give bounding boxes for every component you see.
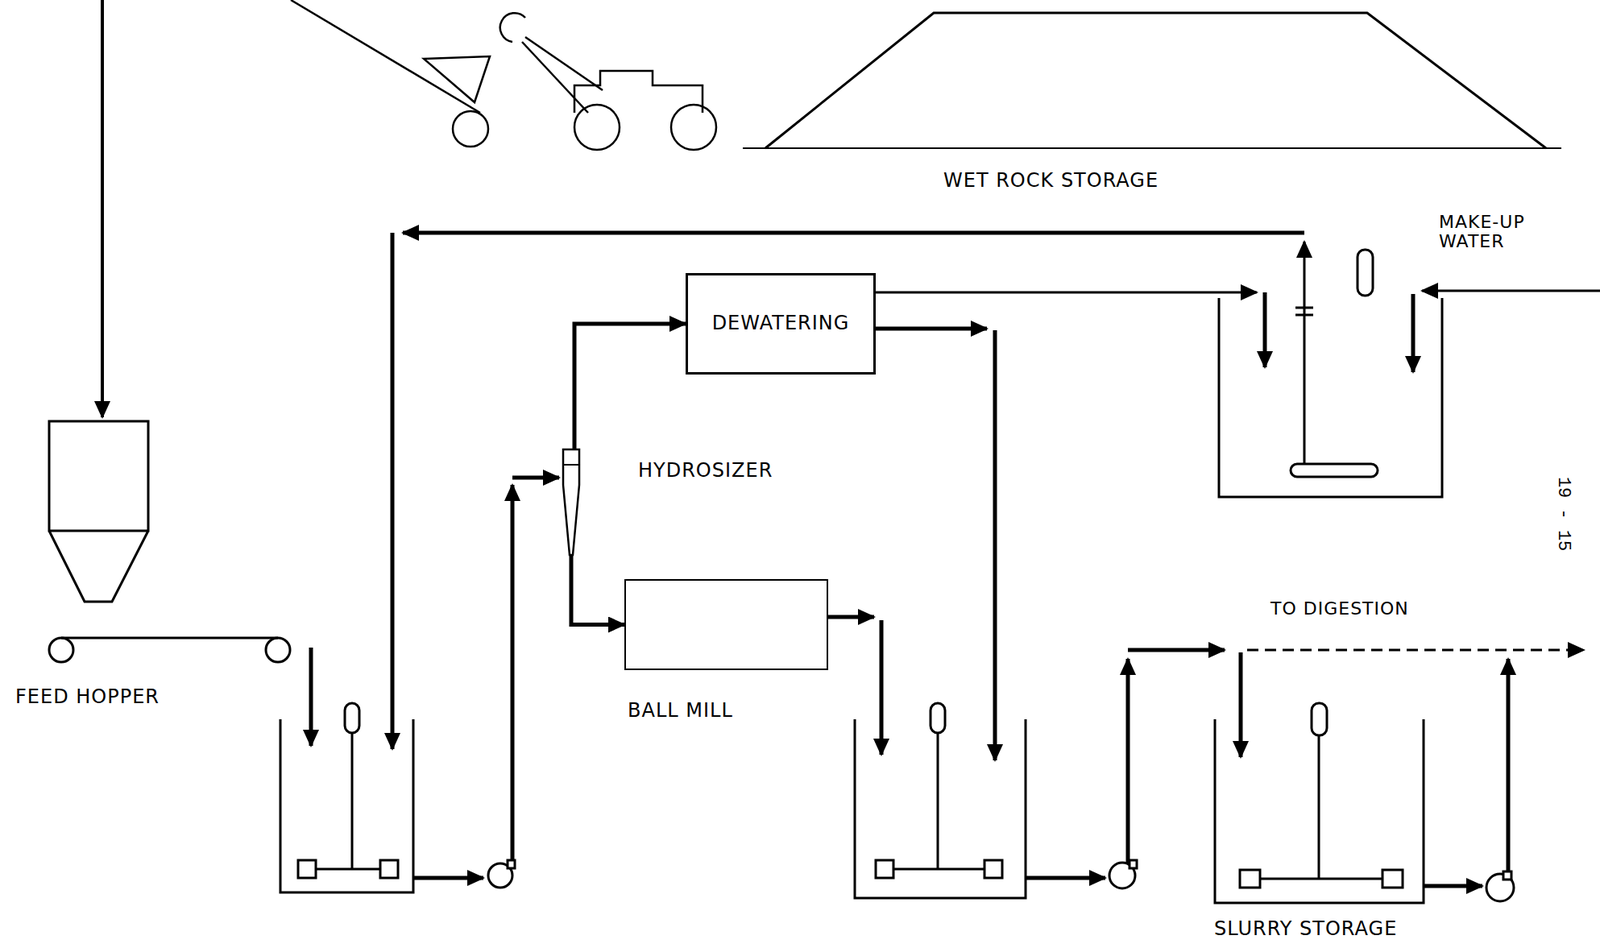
mill-discharge-tank-part (930, 703, 946, 734)
rock-pile: WET ROCK STORAGE (765, 12, 1547, 206)
feed-hopper: FEED HOPPER (15, 420, 209, 719)
conveyor-part (61, 637, 278, 640)
water-tank (1218, 249, 1443, 498)
process-lines-part (1263, 292, 1268, 368)
stream-label: TO DIGESTION (1270, 599, 1410, 619)
process-lines-part (1126, 659, 1131, 864)
feed-tank-part (380, 860, 398, 879)
node-label: FEED HOPPER (15, 686, 160, 709)
conveyor (49, 638, 291, 663)
conveyor-part (49, 638, 74, 663)
slurry-tank-outline (1214, 692, 1426, 904)
hydrosizer-outline (561, 448, 581, 556)
process-lines-part (512, 476, 560, 481)
pile-outline (765, 12, 1547, 149)
node-label: HYDROSIZER (638, 460, 773, 483)
digestion-dashed-line-part (1247, 649, 1584, 652)
feed-hopper-outline (15, 420, 177, 606)
process-lines-part (390, 232, 395, 750)
front-loader (290, 0, 717, 150)
water-tank-part (1295, 307, 1314, 316)
hopper-outline (49, 421, 149, 602)
slurry-tank: SLURRY STORAGE (1214, 692, 1426, 945)
process-lines-part (993, 330, 998, 761)
process-lines-part (875, 291, 1257, 295)
rock-pile-outline (765, 12, 1547, 150)
water-tank-part (1290, 464, 1378, 477)
process-lines-part (1303, 241, 1306, 464)
process-lines-part (1506, 659, 1511, 875)
node-label: SLURRY STORAGE (1214, 918, 1397, 941)
front-loader-part (522, 37, 603, 113)
process-lines-part (1421, 290, 1600, 293)
process-lines-part (413, 876, 484, 881)
feed-tank-part (315, 733, 381, 870)
mill-discharge-tank-part (854, 719, 1026, 899)
agitator-shaft (1260, 735, 1383, 879)
front-loader-part (452, 111, 489, 147)
mill-discharge-tank-part (893, 733, 985, 870)
process-lines-part (1025, 876, 1106, 881)
process-lines-part (828, 615, 875, 620)
flow-connector (574, 323, 686, 449)
pile-base-line-part (742, 147, 1562, 150)
front-loader-part (671, 104, 717, 150)
mill-discharge-tank-part (875, 860, 894, 879)
pump-symbol-part (1129, 860, 1137, 869)
cyclone-outline (563, 449, 580, 556)
front-loader-part (290, 0, 481, 113)
front-loader-part (574, 70, 703, 113)
process-lines-part (309, 647, 314, 747)
pump-symbol-part (1503, 871, 1512, 880)
digestion-dashed-line (1247, 649, 1584, 652)
feed-tank-part (298, 860, 316, 879)
process-lines-part (510, 484, 515, 864)
process-lines-part (1411, 294, 1416, 373)
stream-label: MAKE-UP WATER (1438, 212, 1552, 252)
front-loader-part (500, 12, 526, 42)
mill-discharge-tank-part (984, 860, 1003, 879)
hydrosizer: HYDROSIZER (561, 448, 778, 556)
dewatering-box: DEWATERING (685, 273, 876, 375)
agitator-motor (1311, 703, 1327, 736)
process-lines-part (879, 620, 884, 755)
water-tank-part (1357, 249, 1373, 296)
tank-outline (1214, 719, 1424, 904)
node-label: WET ROCK STORAGE (943, 169, 1159, 193)
feed-tank (280, 703, 414, 893)
front-loader-part (423, 56, 490, 103)
process-lines-part (875, 327, 987, 332)
node-label: DEWATERING (712, 312, 850, 336)
process-lines-part (402, 231, 1305, 236)
page-number: 19 - 15 (1553, 473, 1573, 555)
agitator-blade (1239, 870, 1261, 888)
node-label: BALL MILL (627, 700, 734, 723)
pile-base-line (742, 147, 1562, 150)
feed-tank-part (344, 703, 360, 734)
agitator-blade (1382, 870, 1403, 888)
pump-symbol-part (507, 860, 515, 869)
feed-line (100, 0, 104, 418)
front-loader-part (574, 104, 620, 150)
conveyor-part (265, 638, 291, 663)
process-lines-part (1239, 652, 1244, 758)
feed-line-part (100, 0, 104, 418)
pump-symbol (488, 860, 1514, 902)
mill-discharge-tank (854, 703, 1026, 899)
flow-connector (571, 555, 625, 626)
water-tank-part (1218, 298, 1443, 498)
ball-mill-shell (624, 579, 829, 671)
cyclone-outline (563, 464, 580, 466)
process-lines (310, 232, 1600, 887)
feed-tank-part (280, 719, 414, 893)
ball-mill: BALL MILL (624, 579, 829, 741)
process-lines-part (1423, 884, 1483, 889)
process-lines-part (1127, 648, 1225, 653)
